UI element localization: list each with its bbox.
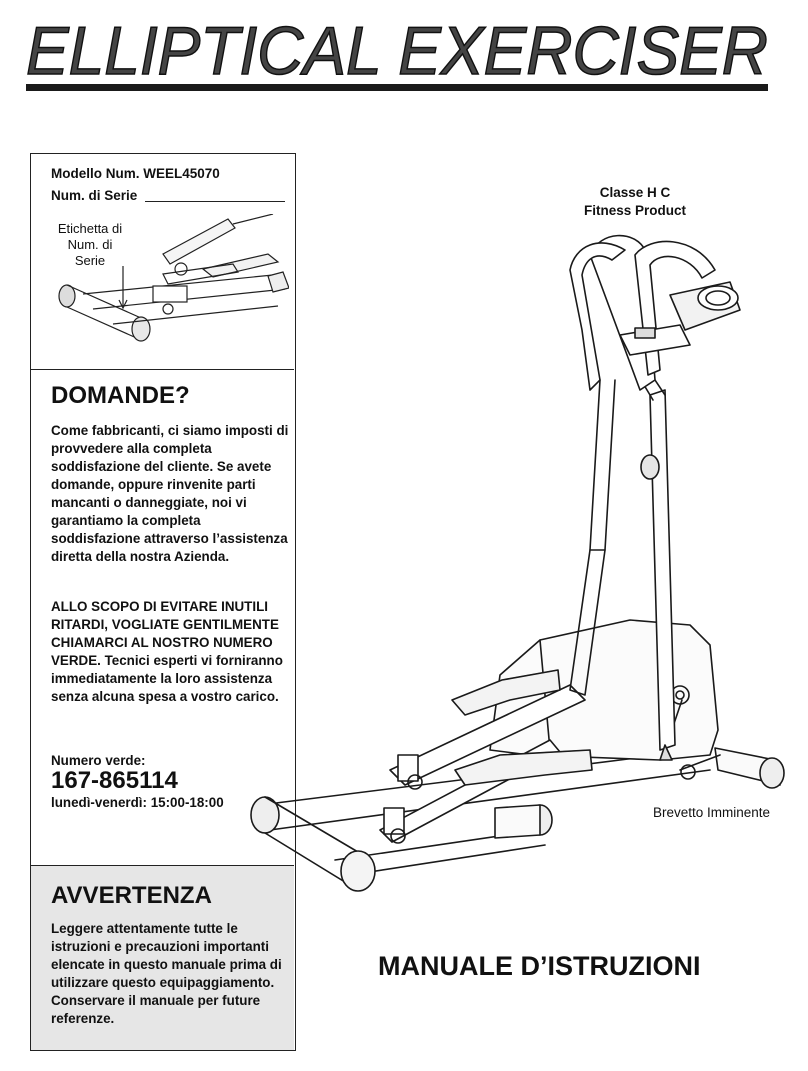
elliptical-exerciser-illustration [250,234,785,892]
document-title: ELLIPTICAL EXERCISER [26,14,769,84]
phone-label: Numero verde: [51,753,146,768]
phone-hours: lunedì-venerdì: 15:00-18:00 [51,795,224,810]
phone-number: 167-865114 [51,767,178,794]
product-class-line1: Classe H C [599,185,671,200]
domande-heading: DOMANDE? [51,382,190,409]
avvertenza-text: Leggere attentamente tutte le istruzioni… [51,921,282,1026]
title-text: ELLIPTICAL EXERCISER [26,14,768,84]
avvertenza-section [31,865,294,1050]
info-panel: Modello Num. WEEL45070 Num. di Serie [30,153,296,1051]
title-rule [26,84,768,91]
domande-notice: ALLO SCOPO DI EVITARE INUTILI RITARDI, V… [51,599,283,704]
serial-number-label: Num. di Serie [51,188,138,203]
serial-tag-drawing [58,214,289,342]
serial-tag-label: Etichetta di Num. di Serie [57,221,123,268]
serial-number-blank [145,201,285,202]
model-number: Modello Num. WEEL45070 [51,166,220,181]
model-section: Modello Num. WEEL45070 Num. di Serie [31,154,294,370]
product-class-line2: Fitness Product [583,203,686,218]
domande-paragraph: Come fabbricanti, ci siamo imposti di pr… [51,423,289,564]
product-class: Classe H C Fitness Product [560,184,710,220]
manual-title: MANUALE D’ISTRUZIONI [378,951,701,981]
patent-notice: Brevetto Imminente [652,805,770,820]
avvertenza-heading: AVVERTENZA [51,882,212,909]
